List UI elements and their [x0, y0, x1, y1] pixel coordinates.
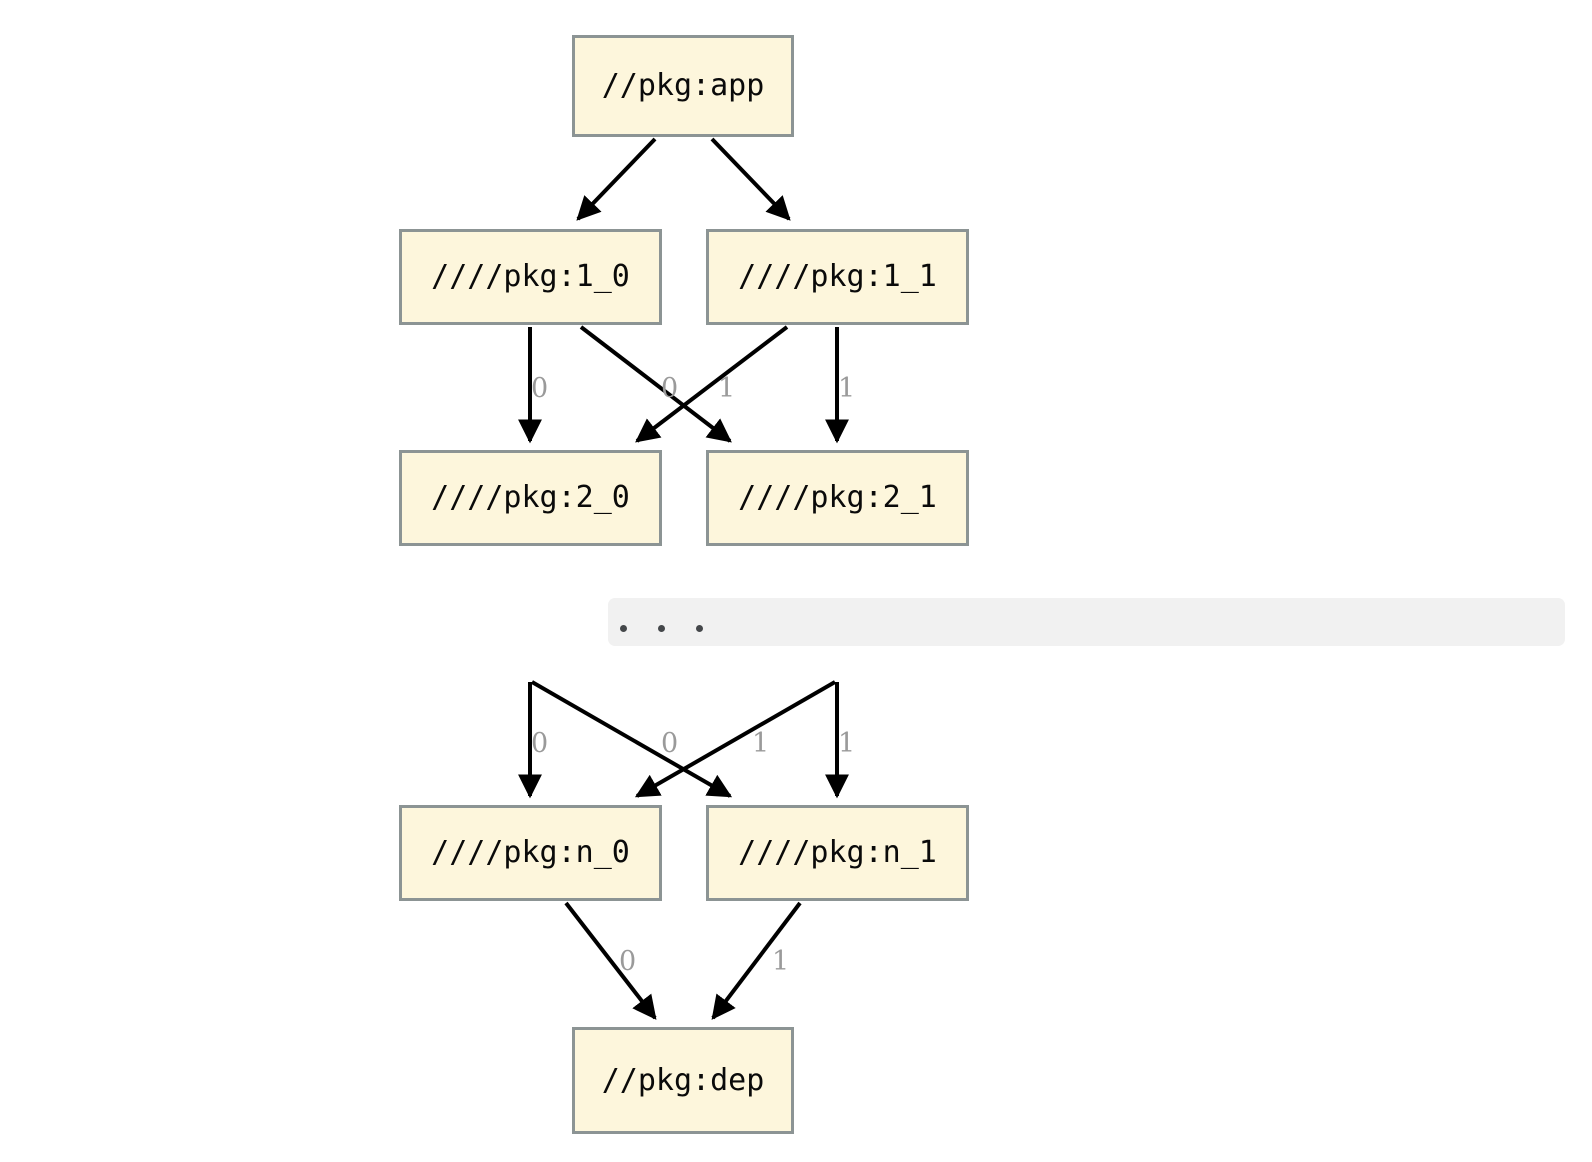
ellipsis-dot — [658, 625, 665, 632]
node-label: //pkg:dep — [601, 1062, 765, 1098]
edge-label-above2-n_0: 1 — [752, 728, 770, 759]
edge-label-above-n_1: 0 — [661, 728, 679, 759]
node-pkg-n_1[interactable]: ////pkg:n_1 — [706, 805, 969, 901]
edge-label-n_0-dep: 0 — [619, 946, 637, 977]
node-pkg-1_0[interactable]: ////pkg:1_0 — [399, 229, 662, 325]
node-pkg-app[interactable]: //pkg:app — [572, 35, 794, 137]
node-pkg-dep[interactable]: //pkg:dep — [572, 1027, 794, 1134]
node-label: ////pkg:1_0 — [431, 259, 630, 294]
ellipsis-dot — [620, 625, 627, 632]
edge-above-to-n_1 — [531, 680, 733, 798]
edge-label-above-n_0: 0 — [531, 728, 549, 759]
edge-label-n_1-dep: 1 — [772, 946, 790, 977]
node-pkg-2_1[interactable]: ////pkg:2_1 — [706, 450, 969, 546]
edge-app-to-1_1 — [710, 137, 791, 221]
edge-n_0-to-dep — [564, 901, 657, 1020]
node-pkg-1_1[interactable]: ////pkg:1_1 — [706, 229, 969, 325]
node-label: ////pkg:n_1 — [738, 835, 937, 870]
node-label: ////pkg:n_0 — [431, 835, 630, 870]
ellipsis-separator — [608, 598, 1565, 646]
edge-label-1_1-2_0: 1 — [718, 373, 736, 404]
edge-label-1_1-2_1: 1 — [838, 373, 856, 404]
node-pkg-2_0[interactable]: ////pkg:2_0 — [399, 450, 662, 546]
edge-1_0-to-2_1 — [579, 325, 732, 443]
node-label: ////pkg:2_0 — [431, 480, 630, 515]
node-label: //pkg:app — [601, 68, 765, 103]
edge-1_1-to-2_0 — [635, 325, 789, 443]
node-label: ////pkg:1_1 — [738, 259, 937, 294]
edge-label-above2-n_1: 1 — [838, 728, 856, 759]
edge-label-1_0-2_0: 0 — [531, 373, 549, 404]
node-label: ////pkg:2_1 — [738, 480, 937, 515]
edge-label-1_0-2_1: 0 — [661, 373, 679, 404]
ellipsis-dot — [696, 625, 703, 632]
ellipsis-dots — [620, 625, 703, 632]
node-pkg-n_0[interactable]: ////pkg:n_0 — [399, 805, 662, 901]
edge-app-to-1_0 — [576, 137, 657, 221]
